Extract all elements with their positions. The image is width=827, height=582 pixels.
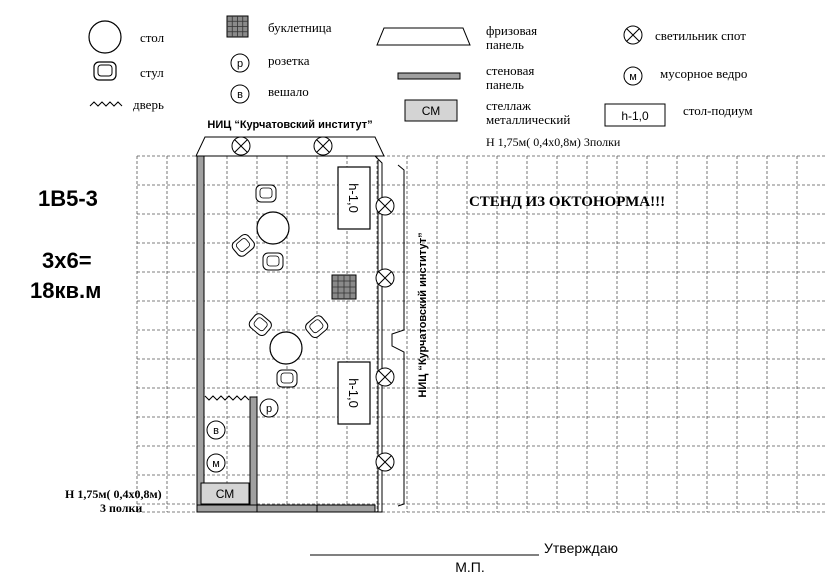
bin-icon-letter: м <box>629 71 637 83</box>
legend-hanger-label: вешало <box>268 84 309 99</box>
hanger <box>206 420 226 440</box>
rack-note-line1: Н 1,75м( 0,4х0,8м) <box>65 487 162 501</box>
chair-icon <box>93 61 117 81</box>
frieze-panel-icon <box>376 27 471 46</box>
table <box>256 211 290 245</box>
door-icon <box>89 101 123 107</box>
wall-bottom <box>196 504 376 513</box>
spot-light <box>313 136 333 156</box>
bin-icon <box>623 66 643 86</box>
socket-icon-letter: р <box>237 58 243 70</box>
stand-title: СТЕНД ИЗ ОКТОНОРМА!!! <box>469 194 665 210</box>
legend-chair-label: стул <box>140 65 164 80</box>
podium-top-label: h-1,0 <box>346 183 361 213</box>
podium-icon-label: h-1,0 <box>621 109 649 123</box>
podium-icon <box>604 103 666 127</box>
storage-door <box>204 395 250 401</box>
stand-area: 18кв.м <box>30 278 101 303</box>
legend-spot-label: светильник спот <box>655 28 746 43</box>
legend-podium-label: стол-подиум <box>683 103 753 118</box>
chair <box>231 233 255 257</box>
hanger-letter: в <box>213 425 219 437</box>
socket-icon <box>230 53 250 73</box>
spot-light <box>375 196 395 216</box>
spot-light <box>375 268 395 288</box>
legend-booklet-label: буклетница <box>268 20 332 35</box>
socket-letter: р <box>266 403 272 415</box>
fascia-side-text: НИЦ “Курчатовский институт” <box>417 232 429 397</box>
trash-bin-letter: м <box>212 458 220 470</box>
chair <box>255 184 277 203</box>
stand-layout: h-1,0 h-1,0 <box>195 136 405 513</box>
legend-socket-label: розетка <box>268 53 310 68</box>
trash-bin <box>206 453 226 473</box>
stand-code: 1В5-3 <box>38 186 98 211</box>
podium-top <box>337 166 371 230</box>
booklet-stand-icon <box>226 15 249 38</box>
chair <box>305 315 329 339</box>
socket <box>259 398 279 418</box>
fascia-top-text: НИЦ “Курчатовский институт” <box>207 119 372 131</box>
approve-label: Утверждаю <box>544 540 618 556</box>
spot-light <box>375 452 395 472</box>
chair <box>276 369 298 388</box>
chair <box>262 252 284 271</box>
table <box>269 331 303 365</box>
wall-left <box>196 155 205 513</box>
hanger-icon-letter: в <box>237 89 243 101</box>
legend-table-label: стол <box>140 30 165 45</box>
rack-icon <box>404 99 458 122</box>
legend-wall-line1: стеновая <box>486 63 534 78</box>
legend-rack-line3: Н 1,75м( 0,4х0,8м) 3полки <box>486 135 621 149</box>
legend-bin-label: мусорное ведро <box>660 66 747 81</box>
legend-frieze-line1: фризовая <box>486 23 537 38</box>
frieze-top <box>195 136 385 157</box>
legend-door-label: дверь <box>133 97 164 112</box>
legend-rack-line1: стеллаж <box>486 98 532 113</box>
seal-label: М.П. <box>455 559 485 575</box>
legend-rack-line2: металлический <box>486 112 570 127</box>
chair <box>248 313 272 337</box>
metal-rack-label: СМ <box>216 487 235 501</box>
spot-light <box>231 136 251 156</box>
podium-bottom-label: h-1,0 <box>346 378 361 408</box>
legend-wall-line2: панель <box>486 77 524 92</box>
metal-rack <box>200 482 250 505</box>
wall-panel-icon <box>397 72 461 80</box>
spot-light <box>375 367 395 387</box>
legend: стол стул дверь буклетница р розетка в в… <box>88 15 753 149</box>
rack-icon-label: СМ <box>422 104 441 118</box>
table-icon <box>88 20 122 54</box>
legend-frieze-line2: панель <box>486 37 524 52</box>
storage-partition <box>249 396 258 506</box>
spot-light-icon <box>623 25 643 45</box>
floor-grid <box>136 155 827 513</box>
hanger-icon <box>230 84 250 104</box>
stand-size: 3х6= <box>42 248 92 273</box>
rack-note-line2: 3 полки <box>100 501 142 515</box>
podium-bottom <box>337 361 371 425</box>
booklet-stand <box>331 274 357 300</box>
